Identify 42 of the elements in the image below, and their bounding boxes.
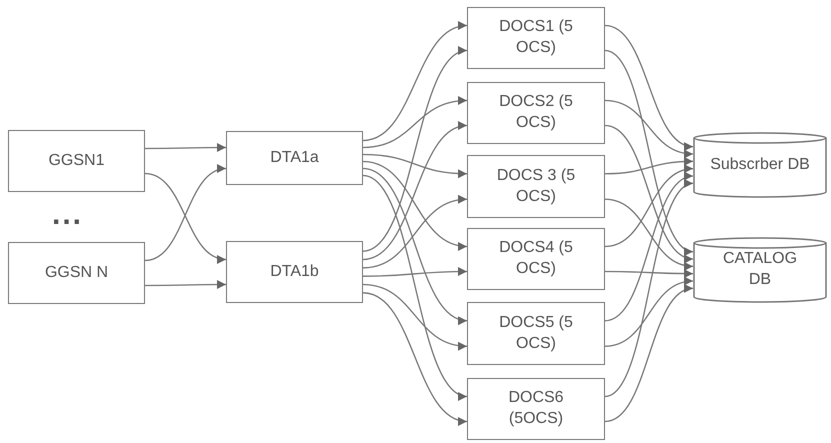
arrow — [363, 267, 467, 277]
arrow — [362, 49, 468, 252]
arrow — [604, 100, 694, 158]
arrow — [362, 123, 468, 260]
arrow — [362, 160, 468, 250]
process-box — [467, 228, 605, 290]
node-label: GGSN1 — [47, 150, 106, 171]
node-label: DOCS2 (5 OCS) — [498, 92, 574, 133]
arrow — [145, 280, 226, 290]
node-label: DOCS6 (5OCS) — [507, 388, 565, 429]
node-label: CATALOG DB — [722, 249, 798, 290]
node-label: DOCS4 (5 OCS) — [498, 238, 574, 279]
arrow — [604, 157, 694, 174]
process-box — [8, 130, 145, 192]
process-box — [226, 131, 363, 185]
node-label: DTA1b — [269, 262, 320, 282]
arrow — [145, 143, 226, 152]
arrow — [362, 96, 468, 148]
arrow — [362, 154, 468, 178]
arrow — [362, 196, 468, 268]
arrow — [362, 284, 468, 350]
arrow — [362, 168, 468, 323]
node-label: DOCS5 (5 OCS) — [498, 312, 574, 354]
arrow — [604, 24, 694, 149]
process-box — [467, 302, 605, 365]
arrow — [362, 292, 468, 424]
process-box — [8, 242, 145, 304]
process-box — [467, 155, 605, 218]
database-cylinder — [693, 238, 827, 302]
database-cylinder — [693, 133, 827, 197]
node-label: DTA1a — [269, 148, 320, 168]
ellipsis-label: ... — [52, 200, 84, 230]
arrow — [362, 174, 468, 398]
process-box — [467, 82, 605, 144]
arrow — [362, 22, 468, 142]
node-label: DOCS1 (5 OCS) — [498, 17, 574, 58]
node-label: DOCS 3 (5 OCS) — [496, 166, 576, 206]
process-box — [226, 241, 363, 303]
node-label: Subscrber DB — [709, 154, 811, 175]
process-box — [467, 378, 605, 440]
process-box — [467, 7, 605, 69]
node-label: GGSN N — [44, 262, 110, 283]
